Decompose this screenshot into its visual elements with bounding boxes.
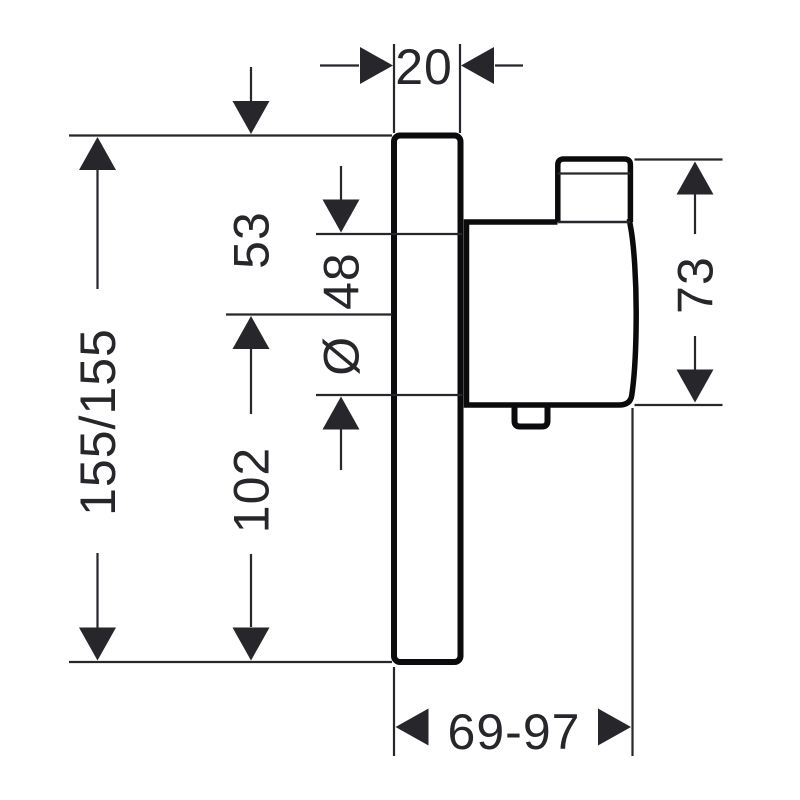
dim-body-height: 73: [668, 161, 724, 403]
fixture-outline: [391, 132, 639, 665]
arrow-up-icon: [676, 161, 714, 195]
wall-plate: [391, 132, 464, 665]
dim-label-diameter: Ø 48: [314, 252, 370, 375]
dim-label-install-depth: 69-97: [448, 704, 581, 760]
arrow-down-icon: [322, 199, 360, 233]
dim-label-plate-heights: 155/155: [70, 328, 126, 516]
arrow-down-icon: [232, 627, 270, 661]
dim-diameter: Ø 48: [314, 166, 370, 470]
bottom-nub: [511, 403, 551, 430]
arrow-left-icon: [461, 47, 494, 84]
arrow-up-icon: [79, 137, 116, 170]
dim-label-body-height: 73: [668, 256, 724, 314]
arrow-down-icon: [79, 627, 116, 661]
dim-install-depth: 69-97: [395, 704, 631, 760]
handle-knob: [555, 156, 634, 222]
dim-label-top-to-center: 53: [224, 211, 280, 269]
dim-plate-thickness: 20: [320, 39, 523, 95]
dim-center-to-bottom: 102: [224, 316, 280, 661]
dim-plate-heights: 155/155: [70, 137, 126, 661]
arrow-up-icon: [232, 316, 270, 349]
dim-top-to-center: 53: [224, 67, 280, 269]
arrow-left-icon: [395, 708, 429, 746]
arrow-down-icon: [232, 101, 270, 134]
dim-label-plate-thickness: 20: [395, 39, 453, 95]
valve-body: [463, 218, 639, 408]
arrow-down-icon: [676, 369, 714, 403]
arrow-up-icon: [322, 396, 360, 430]
arrow-right-icon: [360, 47, 393, 84]
extension-lines: [69, 44, 723, 756]
arrow-right-icon: [598, 708, 631, 746]
dim-label-center-to-bottom: 102: [224, 447, 280, 533]
